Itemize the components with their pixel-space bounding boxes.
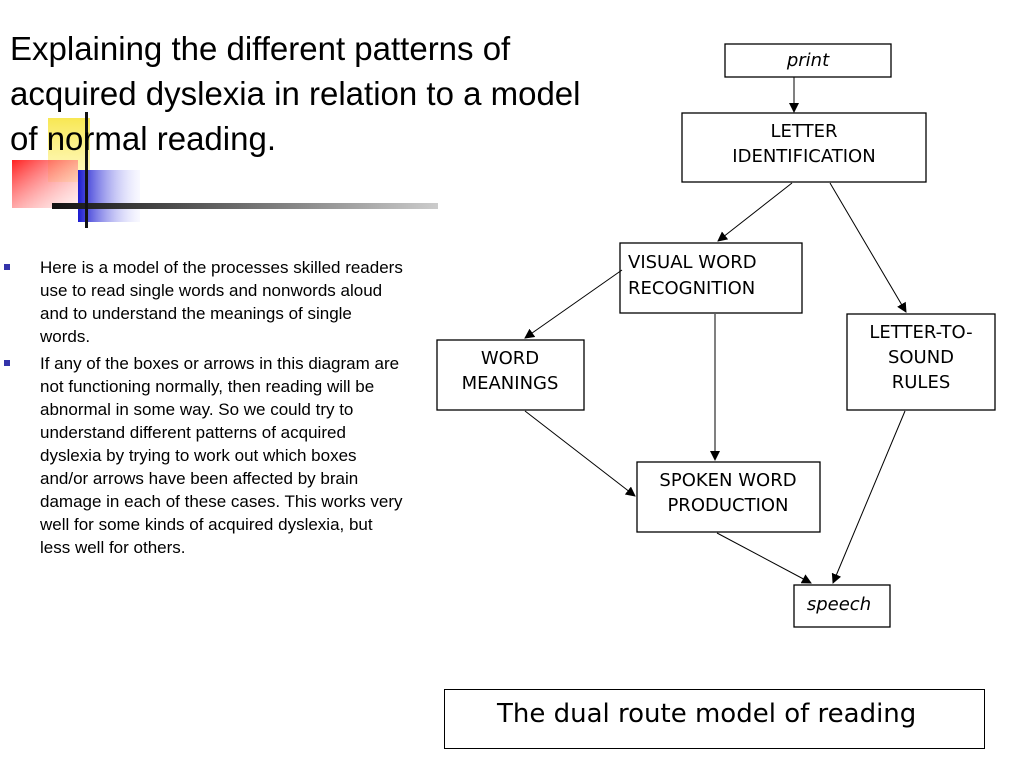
letter-to-sound-label-line2: SOUND bbox=[888, 347, 954, 368]
print-label: print bbox=[786, 50, 830, 71]
decorative-corner-graphic bbox=[12, 112, 438, 228]
diagram-caption: The dual route model of reading bbox=[497, 699, 917, 729]
arrow-letter-identification-to-letter-to-sound-rules bbox=[829, 182, 907, 313]
letter-identification-box: LETTER IDENTIFICATION bbox=[681, 112, 927, 183]
arrow-letter-identification-to-visual-word-recognition bbox=[717, 182, 793, 242]
arrow-spoken-word-production-to-speech bbox=[716, 532, 812, 584]
deco-horizontal-bar bbox=[52, 203, 438, 209]
spoken-word-production-box: SPOKEN WORD PRODUCTION bbox=[636, 461, 821, 533]
word-meanings-box: WORD MEANINGS bbox=[436, 339, 585, 411]
spoken-word-production-label-line2: PRODUCTION bbox=[667, 495, 788, 516]
speech-box: speech bbox=[793, 584, 891, 628]
letter-to-sound-label-line3: RULES bbox=[892, 372, 951, 393]
letter-identification-label-line1: LETTER bbox=[771, 121, 838, 142]
spoken-word-production-label-line1: SPOKEN WORD bbox=[659, 470, 796, 491]
speech-label: speech bbox=[807, 594, 871, 615]
diagram-caption-box: The dual route model of reading bbox=[444, 689, 985, 749]
bullet-item: Here is a model of the processes skilled… bbox=[4, 256, 404, 348]
deco-red-square bbox=[12, 160, 78, 208]
dual-route-diagram: print LETTER IDENTIFICATION VISUAL WORD … bbox=[436, 43, 996, 628]
arrow-word-meanings-to-spoken-word-production bbox=[524, 410, 636, 497]
bullet-text: Here is a model of the processes skilled… bbox=[40, 258, 403, 346]
visual-word-recognition-label-line2: RECOGNITION bbox=[628, 278, 755, 299]
print-box: print bbox=[724, 43, 892, 78]
letter-identification-label-line2: IDENTIFICATION bbox=[732, 146, 875, 167]
square-bullet-icon bbox=[4, 264, 10, 270]
arrow-letter-to-sound-rules-to-speech bbox=[831, 410, 906, 584]
deco-vertical-bar bbox=[85, 112, 88, 228]
slide-title: Explaining the different patterns of acq… bbox=[10, 30, 581, 157]
deco-blue-square bbox=[78, 170, 140, 222]
visual-word-recognition-box: VISUAL WORD RECOGNITION bbox=[619, 242, 803, 314]
word-meanings-label-line1: WORD bbox=[481, 348, 539, 369]
word-meanings-label-line2: MEANINGS bbox=[462, 373, 559, 394]
square-bullet-icon bbox=[4, 360, 10, 366]
bullet-list: Here is a model of the processes skilled… bbox=[4, 256, 404, 563]
bullet-item: If any of the boxes or arrows in this di… bbox=[4, 352, 404, 559]
visual-word-recognition-label-line1: VISUAL WORD bbox=[628, 252, 757, 273]
letter-to-sound-rules-box: LETTER-TO- SOUND RULES bbox=[846, 313, 996, 411]
letter-to-sound-label-line1: LETTER-TO- bbox=[869, 322, 972, 343]
arrow-visual-word-recognition-to-word-meanings bbox=[524, 269, 623, 339]
bullet-text: If any of the boxes or arrows in this di… bbox=[40, 354, 403, 557]
